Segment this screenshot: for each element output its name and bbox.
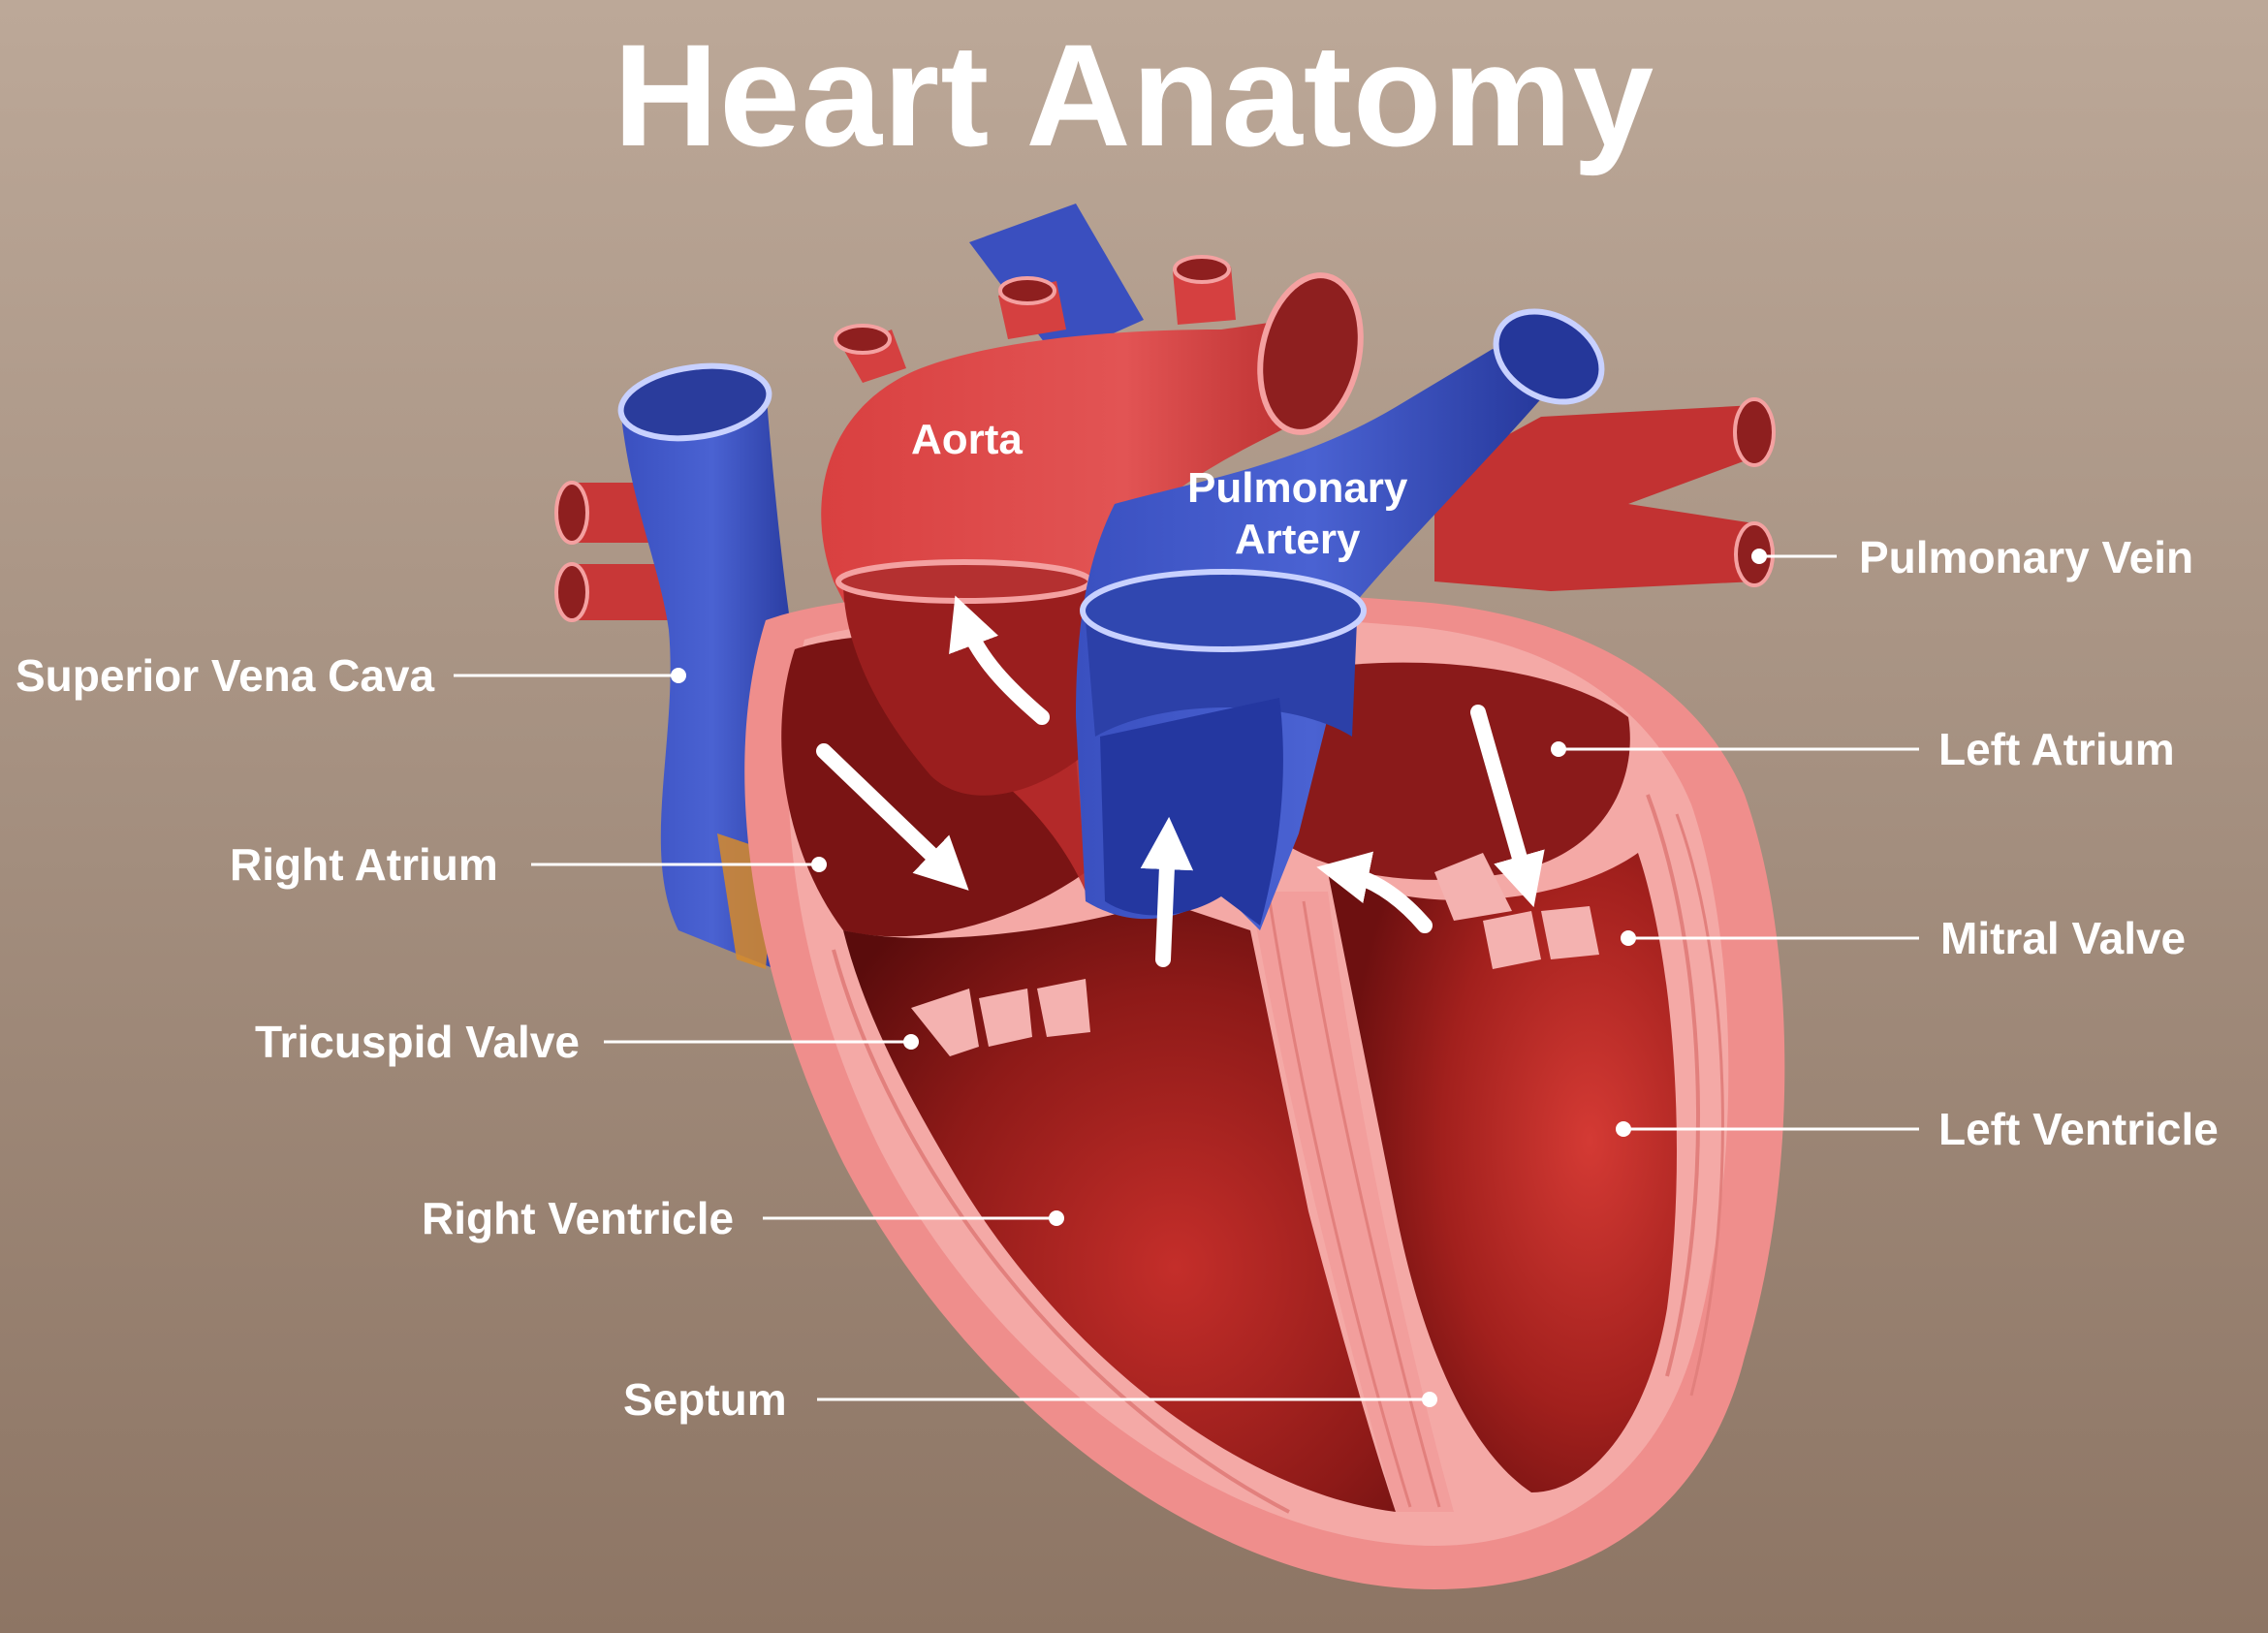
pulmonary-vein-label: Pulmonary Vein <box>1859 532 2194 582</box>
leader-lines <box>454 554 1919 1401</box>
right-ventricle-label: Right Ventricle <box>422 1193 735 1243</box>
right-pulmonary-veins <box>1434 397 1776 591</box>
tricuspid-valve-shape <box>911 979 1090 1056</box>
left-atrium-label: Left Atrium <box>1938 724 2175 774</box>
left-atrium-chamber <box>1270 662 1630 880</box>
pulmonary-artery-label-line1: Pulmonary <box>1187 464 1408 512</box>
tricuspid-valve-label: Tricuspid Valve <box>255 1017 580 1067</box>
superior-vena-cava-label: Superior Vena Cava <box>16 650 435 701</box>
right-ventricle-chamber <box>843 901 1396 1512</box>
left-ventricle-chamber <box>1328 853 1677 1492</box>
septum-wall <box>1250 892 1454 1512</box>
blood-flow-arrows <box>816 595 1545 967</box>
leader-dots <box>671 549 1767 1407</box>
aorta-shape <box>821 320 1328 620</box>
septum-label: Septum <box>623 1374 787 1425</box>
pulmonary-artery-label-line2: Artery <box>1234 515 1361 563</box>
left-ventricle-label: Left Ventricle <box>1938 1104 2219 1154</box>
diagram-title: Heart Anatomy <box>613 14 1655 176</box>
mitral-valve-label: Mitral Valve <box>1940 913 2187 963</box>
right-atrium-label: Right Atrium <box>230 839 498 890</box>
aorta-label: Aorta <box>911 416 1023 463</box>
mitral-valve-shape <box>1434 853 1599 969</box>
pulmonary-artery-label: Pulmonary Artery <box>1187 463 1407 566</box>
